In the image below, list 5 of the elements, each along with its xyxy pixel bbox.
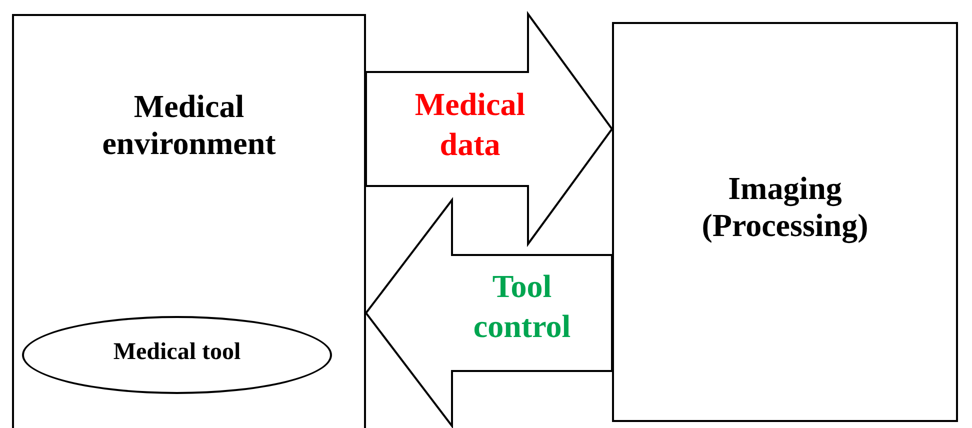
process-box	[612, 22, 958, 422]
node-label: Medical tool	[112, 339, 242, 367]
node-label: Medical environment	[101, 88, 277, 162]
node-label: Imaging (Processing)	[700, 170, 870, 244]
process-box	[12, 14, 366, 428]
